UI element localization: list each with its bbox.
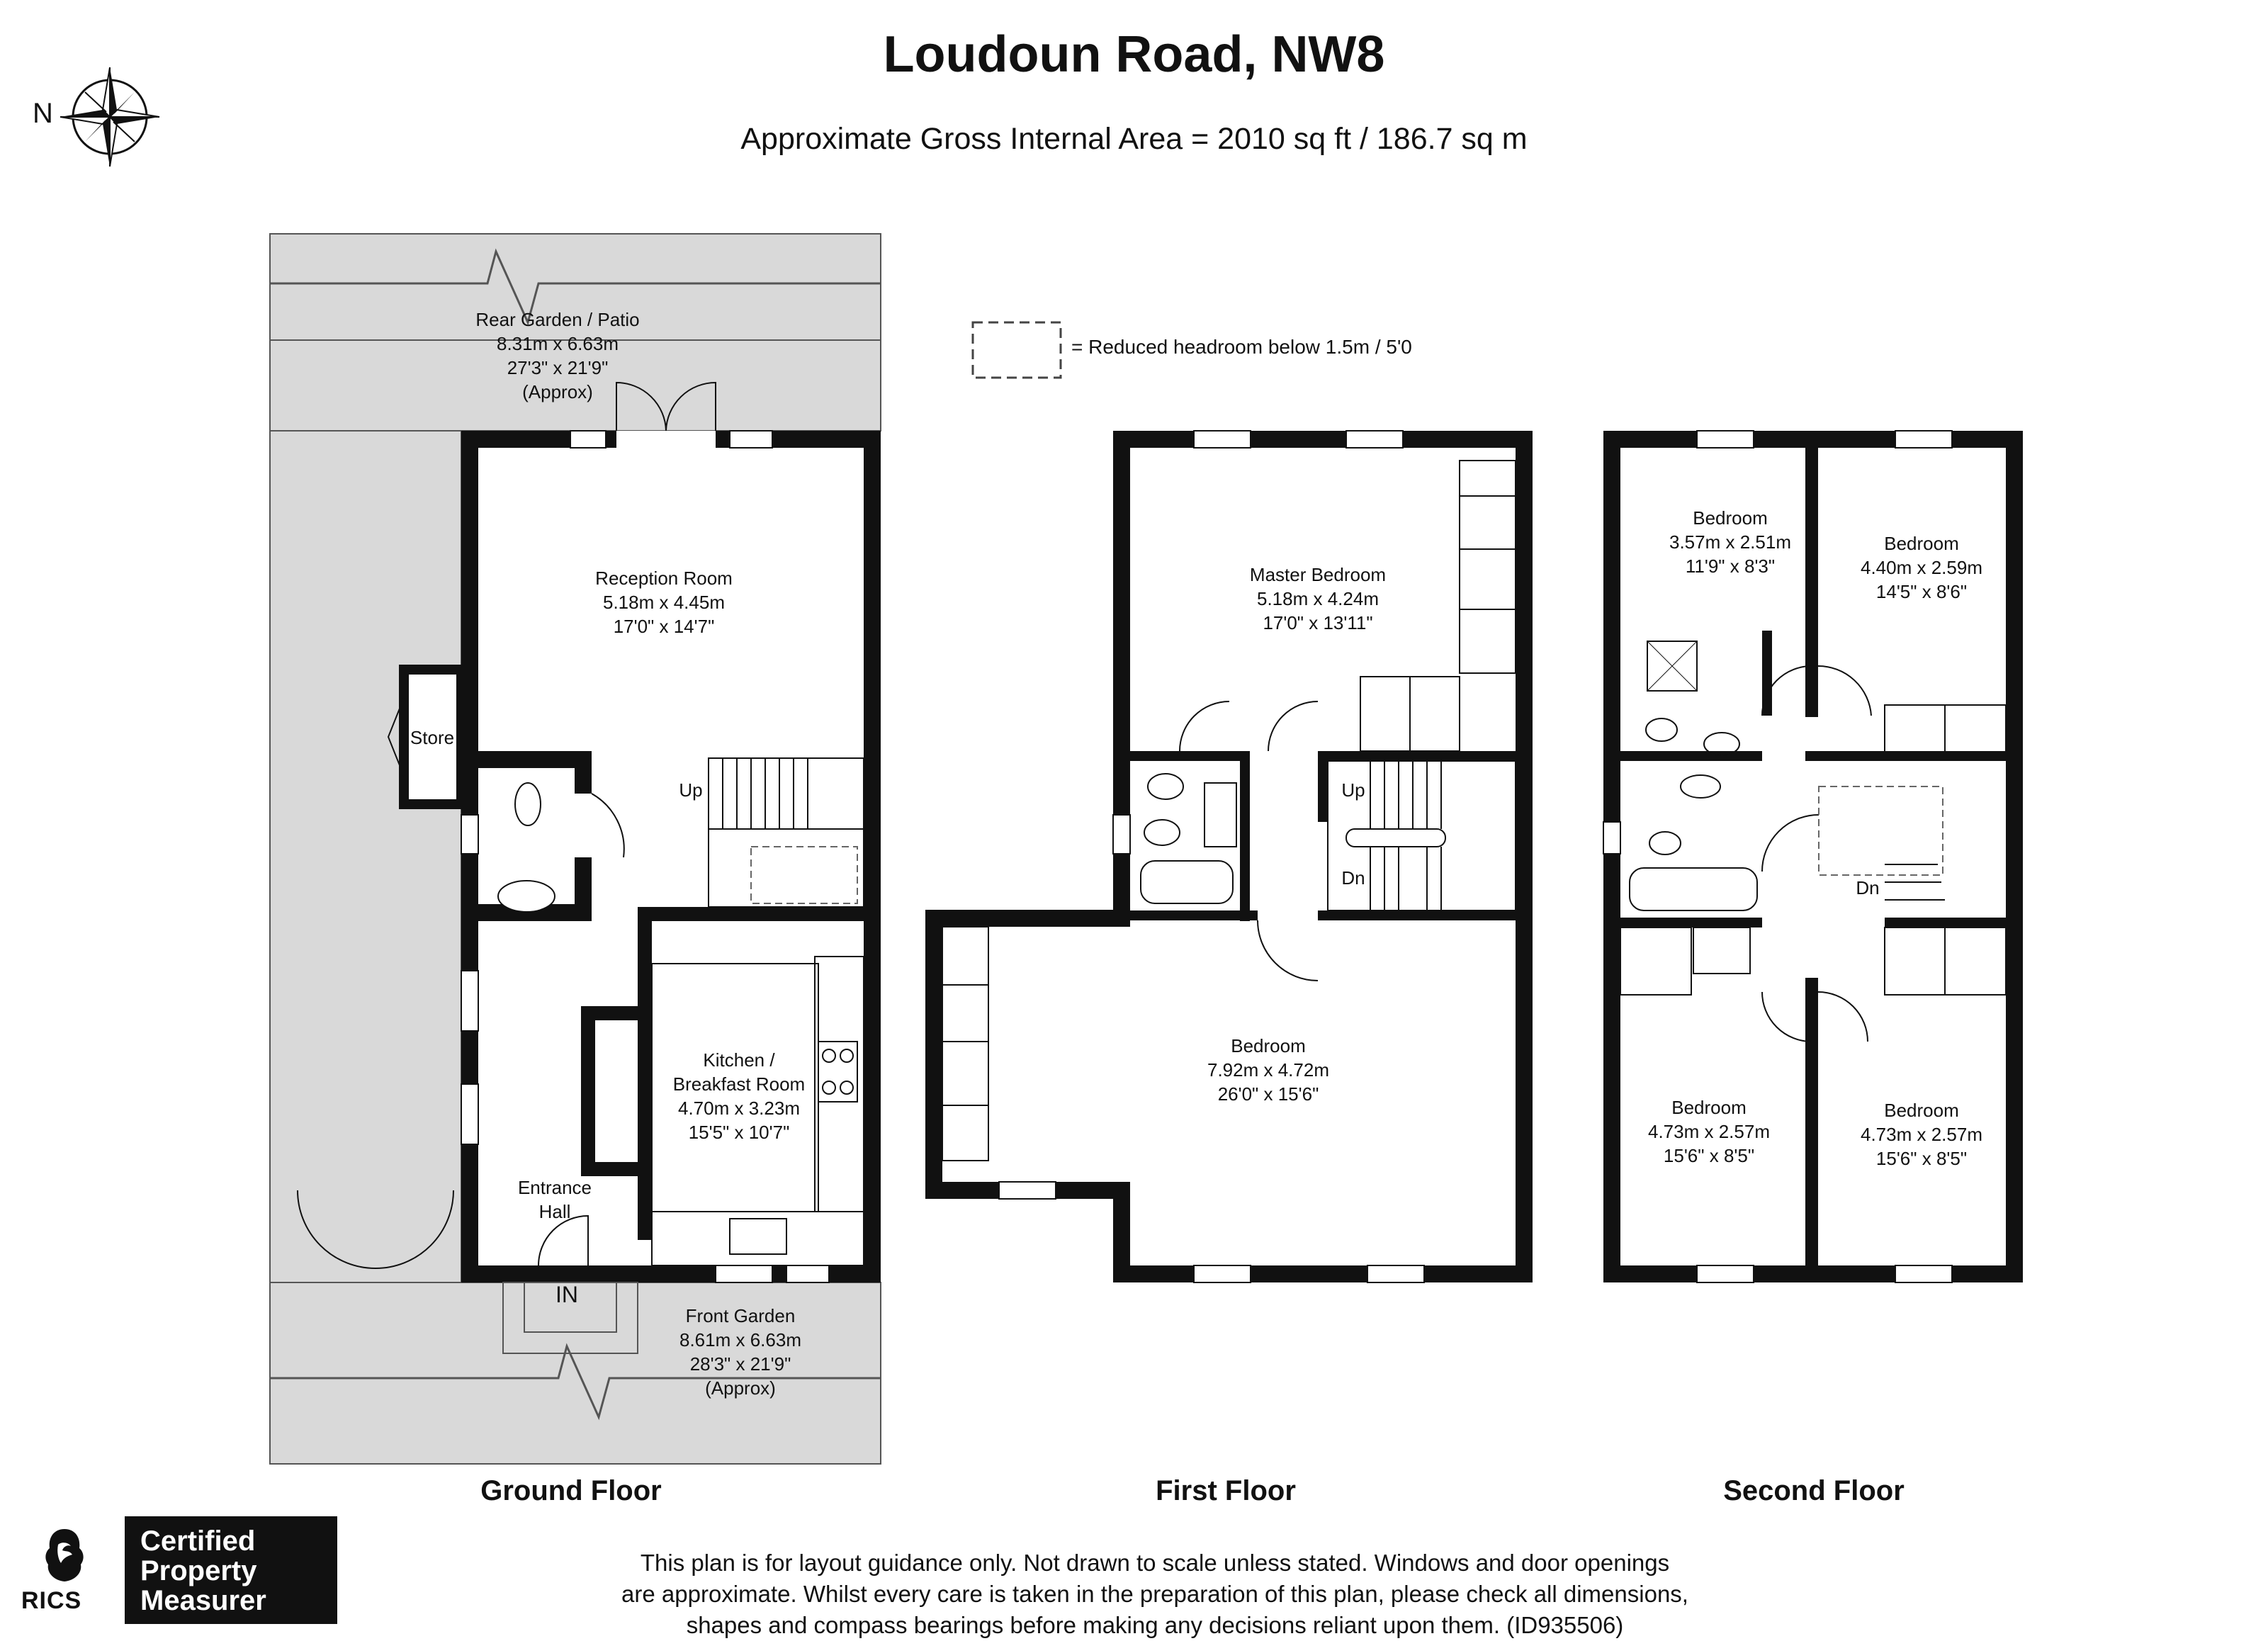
reception-name: Reception Room — [595, 568, 733, 589]
master-bedroom-metric: 5.18m x 4.24m — [1257, 588, 1379, 609]
ground-floor-label: Ground Floor — [480, 1475, 662, 1506]
rear-garden-name: Rear Garden / Patio — [475, 309, 639, 330]
rear-garden-metric: 8.31m x 6.63m — [497, 333, 619, 354]
plan-title: Loudoun Road, NW8 — [883, 26, 1385, 83]
compass-rose-icon — [60, 67, 160, 167]
disclaimer-line2: are approximate. Whilst every care is ta… — [621, 1581, 1688, 1607]
front-garden-note: (Approx) — [705, 1377, 776, 1399]
entrance-name-line2: Hall — [539, 1201, 571, 1222]
entrance-name-line1: Entrance — [518, 1177, 592, 1198]
rear-garden-area — [269, 233, 881, 432]
rics-lion-logo-icon — [45, 1529, 84, 1581]
first-bedroom-imperial: 26'0" x 15'6" — [1218, 1083, 1319, 1105]
second-bed1-imperial: 11'9" x 8'3" — [1686, 556, 1775, 577]
reduced-headroom-legend-swatch — [971, 321, 1062, 379]
front-garden-area — [269, 1282, 881, 1465]
certified-line3: Measurer — [140, 1585, 266, 1616]
second-bed4-name: Bedroom — [1884, 1100, 1959, 1121]
kitchen-name-line1: Kitchen / — [703, 1049, 775, 1071]
first-bedroom-name: Bedroom — [1231, 1035, 1306, 1056]
second-bed2-name: Bedroom — [1884, 533, 1959, 554]
second-bed4-metric: 4.73m x 2.57m — [1861, 1124, 1982, 1145]
second-bed3-metric: 4.73m x 2.57m — [1648, 1121, 1770, 1142]
rics-text: RICS — [21, 1587, 82, 1614]
first-floor-plan: Master Bedroom 5.18m x 4.24m 17'0" x 13'… — [925, 430, 1533, 1283]
certified-property-measurer-badge: Certified Property Measurer — [125, 1516, 337, 1624]
reception-imperial: 17'0" x 14'7" — [614, 616, 715, 637]
master-bedroom-imperial: 17'0" x 13'11" — [1263, 612, 1372, 633]
reception-metric: 5.18m x 4.45m — [603, 592, 725, 613]
certified-line2: Property — [140, 1555, 257, 1586]
kitchen-name-line2: Breakfast Room — [673, 1073, 805, 1095]
second-bed4-imperial: 15'6" x 8'5" — [1876, 1148, 1967, 1169]
second-bed3-imperial: 15'6" x 8'5" — [1664, 1145, 1754, 1166]
second-bed2-metric: 4.40m x 2.59m — [1861, 557, 1982, 578]
first-stairs-up: Up — [1341, 779, 1365, 801]
second-floor-label: Second Floor — [1723, 1475, 1905, 1506]
ground-floor-plan: Rear Garden / Patio 8.31m x 6.63m 27'3" … — [269, 233, 881, 1465]
first-bedroom-metric: 7.92m x 4.72m — [1207, 1059, 1329, 1081]
second-floor-plan: Bedroom 3.57m x 2.51m 11'9" x 8'3" Bedro… — [1603, 430, 2023, 1283]
front-garden-name: Front Garden — [686, 1305, 796, 1326]
rear-garden-imperial: 27'3" x 21'9" — [507, 357, 609, 378]
second-bed2-imperial: 14'5" x 8'6" — [1876, 581, 1967, 602]
entrance-in-label: IN — [555, 1282, 578, 1307]
disclaimer-line1: This plan is for layout guidance only. N… — [640, 1550, 1670, 1576]
second-bed1-name: Bedroom — [1693, 507, 1768, 529]
north-label: N — [33, 98, 53, 129]
side-garden-area — [269, 430, 462, 1283]
master-bedroom-name: Master Bedroom — [1250, 564, 1386, 585]
disclaimer-line3: shapes and compass bearings before makin… — [686, 1612, 1624, 1638]
kitchen-metric: 4.70m x 3.23m — [678, 1098, 800, 1119]
store-name: Store — [410, 727, 454, 748]
certified-line1: Certified — [140, 1526, 256, 1557]
second-bed1-metric: 3.57m x 2.51m — [1669, 531, 1791, 553]
second-bed3-name: Bedroom — [1671, 1097, 1747, 1118]
disclaimer: This plan is for layout guidance only. N… — [482, 1547, 1828, 1641]
first-floor-label: First Floor — [1156, 1475, 1296, 1506]
kitchen-imperial: 15'5" x 10'7" — [689, 1122, 790, 1143]
gross-area-subtitle: Approximate Gross Internal Area = 2010 s… — [740, 122, 1528, 156]
front-garden-imperial: 28'3" x 21'9" — [690, 1353, 791, 1375]
ground-stairs-up: Up — [679, 779, 702, 801]
second-stairs-down: Dn — [1856, 877, 1879, 898]
front-garden-metric: 8.61m x 6.63m — [679, 1329, 801, 1350]
first-stairs-down: Dn — [1341, 867, 1365, 889]
rear-garden-note: (Approx) — [522, 381, 593, 402]
legend-text: = Reduced headroom below 1.5m / 5'0 — [1071, 336, 1412, 358]
